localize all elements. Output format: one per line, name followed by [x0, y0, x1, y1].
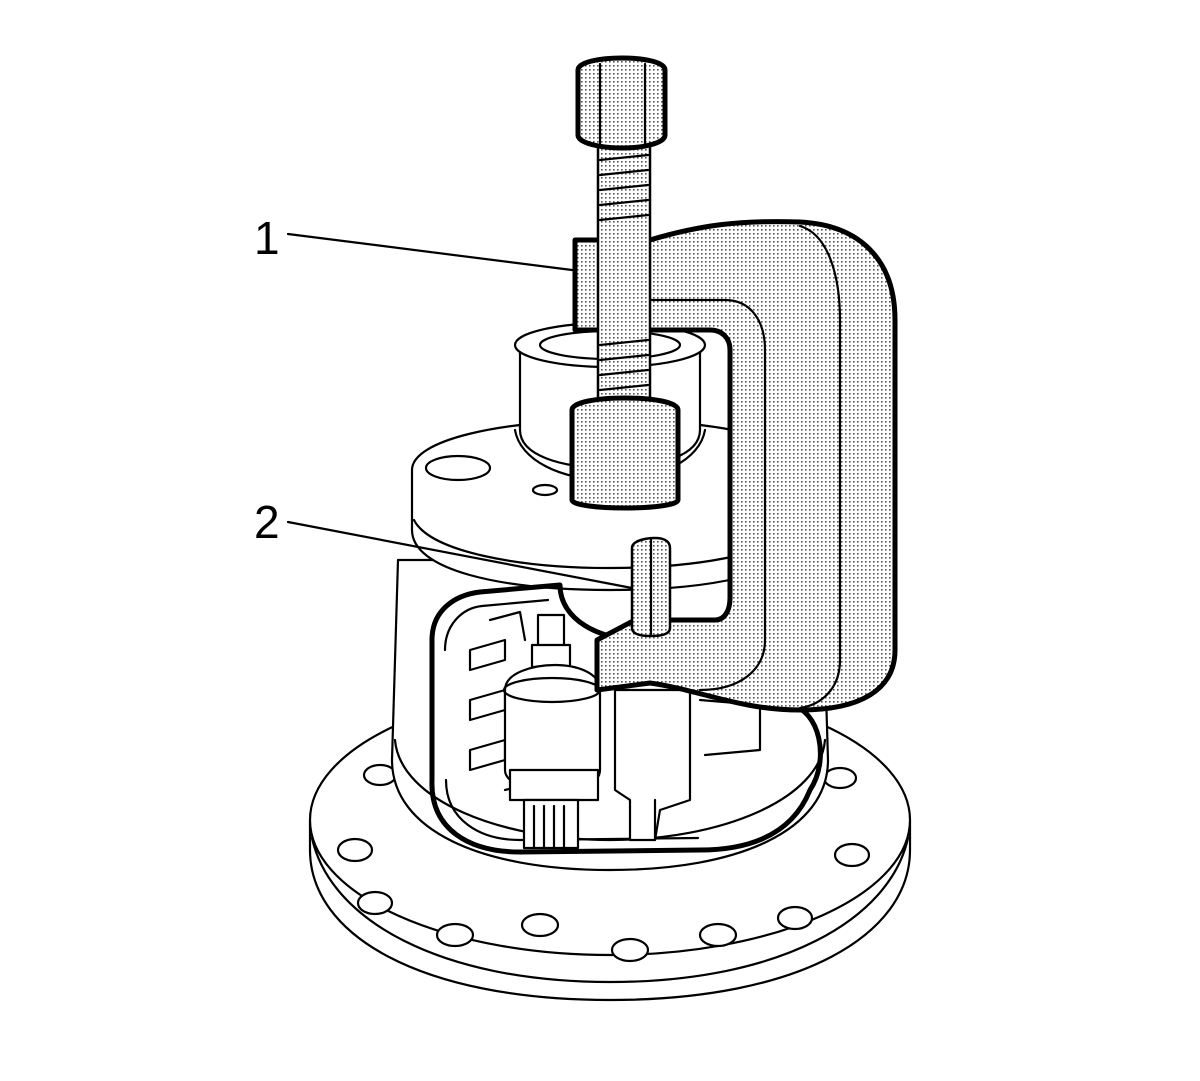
leader-line-2 [286, 520, 634, 590]
callout-number-2: 2 [254, 496, 280, 548]
pinion-pin [630, 536, 672, 638]
callout-number-1: 1 [254, 212, 280, 264]
case-window [429, 582, 823, 855]
leader-line-1 [286, 232, 574, 272]
screw-threads [598, 153, 650, 392]
axle-splines [522, 798, 580, 850]
screw-hex-head [575, 55, 668, 151]
puller-c-frame [572, 219, 898, 713]
puller-tool [569, 55, 898, 713]
forcing-screw [596, 138, 652, 407]
callout-leaders [286, 232, 634, 590]
screw-adapter [569, 395, 681, 511]
flange-bolt-holes [336, 763, 871, 963]
